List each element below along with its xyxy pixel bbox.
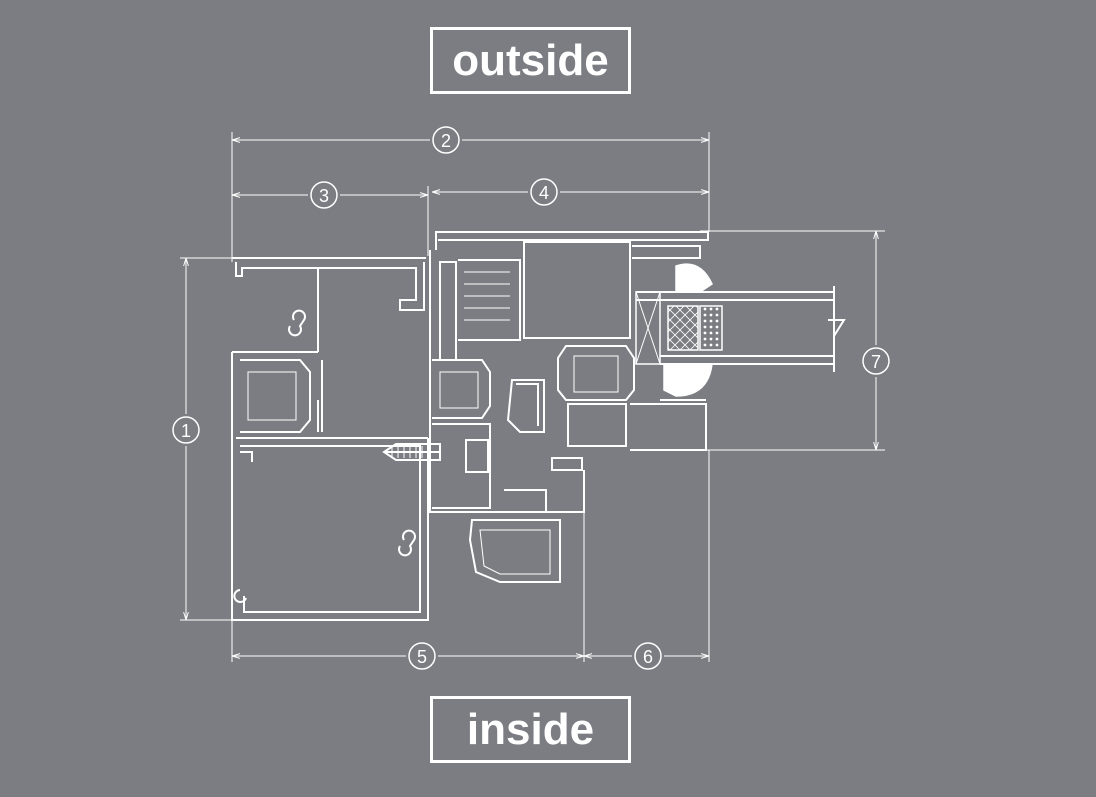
dimension-1-number: 1	[181, 421, 191, 441]
dimension-5-number: 5	[417, 647, 427, 667]
dimension-7: 7	[862, 231, 890, 450]
dimension-5: 5	[232, 642, 584, 670]
dimension-6: 6	[584, 642, 709, 670]
screw-icon	[382, 443, 441, 461]
dimension-3: 3	[232, 181, 428, 209]
frame-profile	[231, 257, 429, 621]
dimension-2-number: 2	[441, 131, 451, 151]
sash-profile	[382, 231, 709, 583]
dimension-7-number: 7	[871, 352, 881, 372]
outside-label: outside	[430, 27, 631, 94]
inside-label: inside	[430, 696, 631, 763]
dimension-3-number: 3	[319, 186, 329, 206]
dimension-4-number: 4	[539, 183, 549, 203]
dimension-6-number: 6	[643, 647, 653, 667]
dimension-1: 1	[172, 258, 200, 620]
dimension-4: 4	[432, 178, 709, 206]
dimension-2: 2	[232, 126, 709, 154]
glazing-unit	[632, 245, 846, 401]
